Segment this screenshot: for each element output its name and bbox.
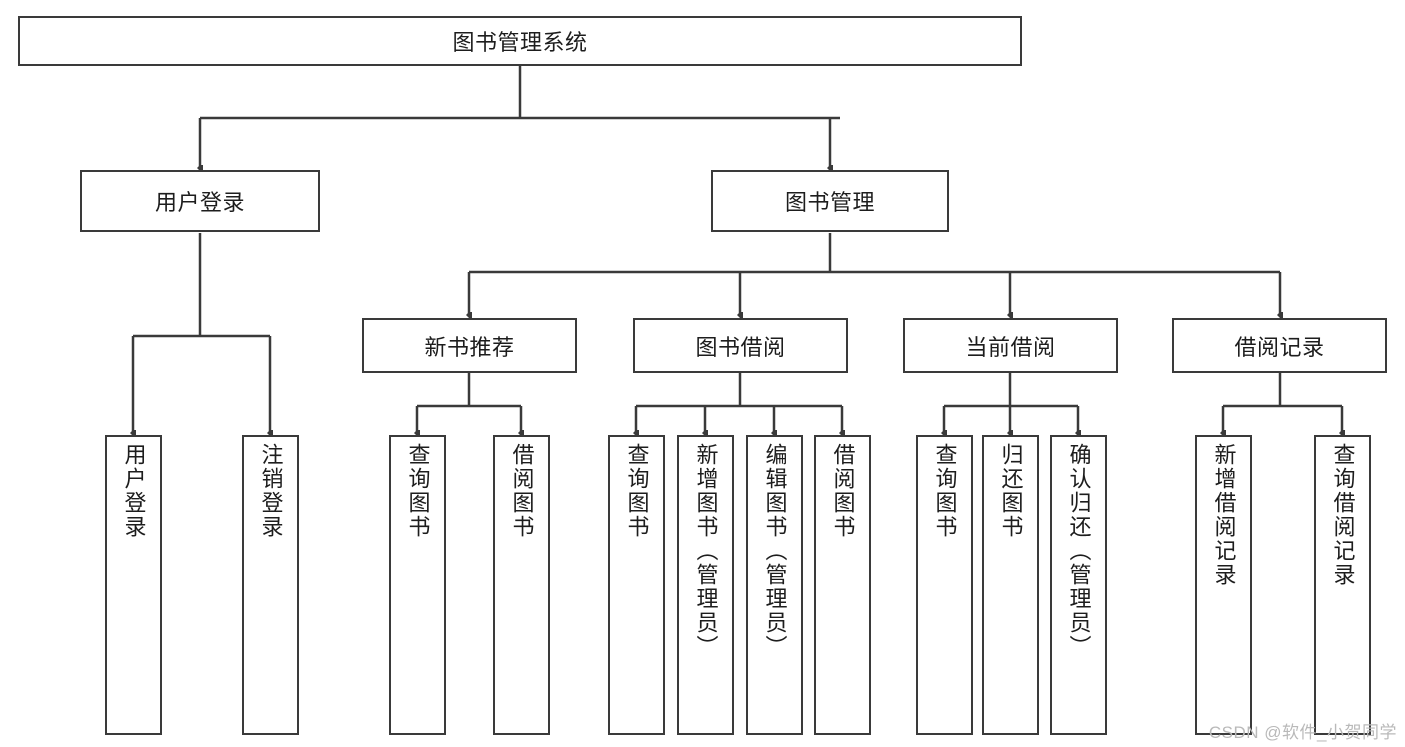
leaf-label: 借阅图书	[830, 443, 856, 539]
leaf-current-borrow-return-book[interactable]: 归还图书	[982, 435, 1039, 735]
node-book-management[interactable]: 图书管理	[711, 170, 949, 232]
leaf-book-borrow-add-book-admin[interactable]: 新增图书（管理员）	[677, 435, 734, 735]
leaf-borrow-record-query-record[interactable]: 查询借阅记录	[1314, 435, 1371, 735]
leaf-label: 注销登录	[258, 443, 284, 539]
leaf-label: 新增借阅记录	[1211, 443, 1237, 587]
node-root-book-management-system[interactable]: 图书管理系统	[18, 16, 1022, 66]
leaf-book-borrow-edit-book-admin[interactable]: 编辑图书（管理员）	[746, 435, 803, 735]
leaf-label: 查询图书	[932, 443, 958, 539]
leaf-label: 查询图书	[405, 443, 431, 539]
leaf-borrow-record-add-record[interactable]: 新增借阅记录	[1195, 435, 1252, 735]
leaf-book-borrow-query-book[interactable]: 查询图书	[608, 435, 665, 735]
connector-lines	[133, 66, 1342, 433]
leaf-label: 查询图书	[624, 443, 650, 539]
node-label: 图书借阅	[695, 334, 786, 360]
node-borrow-record[interactable]: 借阅记录	[1172, 318, 1387, 373]
leaf-label: 查询借阅记录	[1330, 443, 1356, 587]
leaf-label: 借阅图书	[509, 443, 535, 539]
leaf-user-login-logout[interactable]: 注销登录	[242, 435, 299, 735]
leaf-label: 用户登录	[121, 443, 147, 539]
node-label: 图书管理系统	[452, 30, 588, 55]
leaf-label: 新增图书（管理员）	[693, 443, 719, 659]
leaf-label: 归还图书	[998, 443, 1024, 539]
node-label: 当前借阅	[965, 334, 1056, 360]
leaf-label: 编辑图书（管理员）	[762, 443, 788, 659]
node-label: 借阅记录	[1234, 334, 1325, 360]
leaf-new-book-borrow-book[interactable]: 借阅图书	[493, 435, 550, 735]
node-label: 图书管理	[784, 190, 875, 215]
node-new-book-recommend[interactable]: 新书推荐	[362, 318, 577, 373]
leaf-user-login-login[interactable]: 用户登录	[105, 435, 162, 735]
node-label: 新书推荐	[424, 334, 515, 360]
leaf-new-book-query-book[interactable]: 查询图书	[389, 435, 446, 735]
node-label: 用户登录	[154, 190, 245, 215]
node-current-borrow[interactable]: 当前借阅	[903, 318, 1118, 373]
leaf-label: 确认归还（管理员）	[1066, 443, 1092, 659]
leaf-book-borrow-borrow-book[interactable]: 借阅图书	[814, 435, 871, 735]
node-user-login[interactable]: 用户登录	[80, 170, 320, 232]
leaf-current-borrow-query-book[interactable]: 查询图书	[916, 435, 973, 735]
leaf-current-borrow-confirm-return-admin[interactable]: 确认归还（管理员）	[1050, 435, 1107, 735]
node-book-borrow[interactable]: 图书借阅	[633, 318, 848, 373]
